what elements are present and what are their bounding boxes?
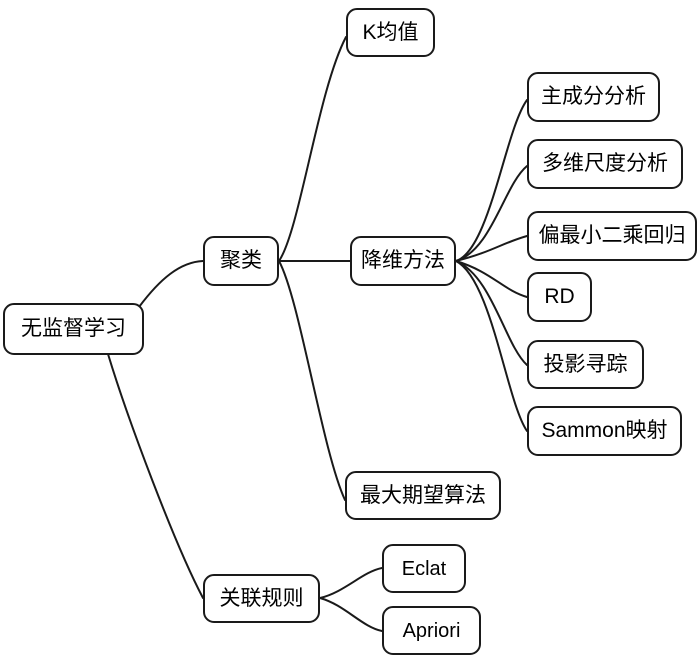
node-label-assoc: 关联规则 <box>219 586 304 610</box>
node-sammon[interactable]: Sammon映射 <box>527 406 682 456</box>
connector-dimred-to-pls <box>455 235 528 262</box>
node-label-mds: 多维尺度分析 <box>542 152 668 176</box>
connector-dimred-to-pp <box>455 260 528 366</box>
connector-dimred-to-sammon <box>455 260 528 432</box>
node-label-apriori: Apriori <box>402 619 461 642</box>
node-pca[interactable]: 主成分分析 <box>527 72 660 122</box>
node-rd[interactable]: RD <box>527 272 592 322</box>
connector-root-to-assoc <box>107 353 204 599</box>
node-label-dimred: 降维方法 <box>361 249 445 273</box>
node-apriori[interactable]: Apriori <box>382 606 481 655</box>
node-label-sammon: Sammon映射 <box>541 419 668 443</box>
node-label-pls: 偏最小二乘回归 <box>538 224 686 248</box>
connector-cluster-to-em <box>278 260 346 501</box>
node-pp[interactable]: 投影寻踪 <box>527 340 644 389</box>
node-label-kmeans: K均值 <box>362 20 419 44</box>
connector-cluster-to-kmeans <box>278 36 347 262</box>
connector-root-to-cluster <box>138 260 204 308</box>
node-label-pca: 主成分分析 <box>541 85 646 109</box>
node-root[interactable]: 无监督学习 <box>3 303 144 355</box>
node-eclat[interactable]: Eclat <box>382 544 466 593</box>
node-kmeans[interactable]: K均值 <box>346 8 435 57</box>
node-label-rd: RD <box>544 285 575 309</box>
node-label-em: 最大期望算法 <box>360 483 486 507</box>
node-em[interactable]: 最大期望算法 <box>345 471 501 520</box>
node-label-root: 无监督学习 <box>21 317 126 341</box>
node-label-pp: 投影寻踪 <box>543 352 628 376</box>
connector-dimred-to-rd <box>455 260 528 298</box>
node-label-eclat: Eclat <box>401 557 447 580</box>
node-mds[interactable]: 多维尺度分析 <box>527 139 683 189</box>
connector-assoc-to-apriori <box>319 597 383 632</box>
connector-assoc-to-eclat <box>319 567 383 599</box>
node-dimred[interactable]: 降维方法 <box>350 236 456 286</box>
node-assoc[interactable]: 关联规则 <box>203 574 320 623</box>
connector-dimred-to-mds <box>455 165 528 262</box>
connector-dimred-to-pca <box>455 99 528 262</box>
node-label-cluster: 聚类 <box>220 249 262 273</box>
node-cluster[interactable]: 聚类 <box>203 236 279 286</box>
node-pls[interactable]: 偏最小二乘回归 <box>527 211 697 261</box>
